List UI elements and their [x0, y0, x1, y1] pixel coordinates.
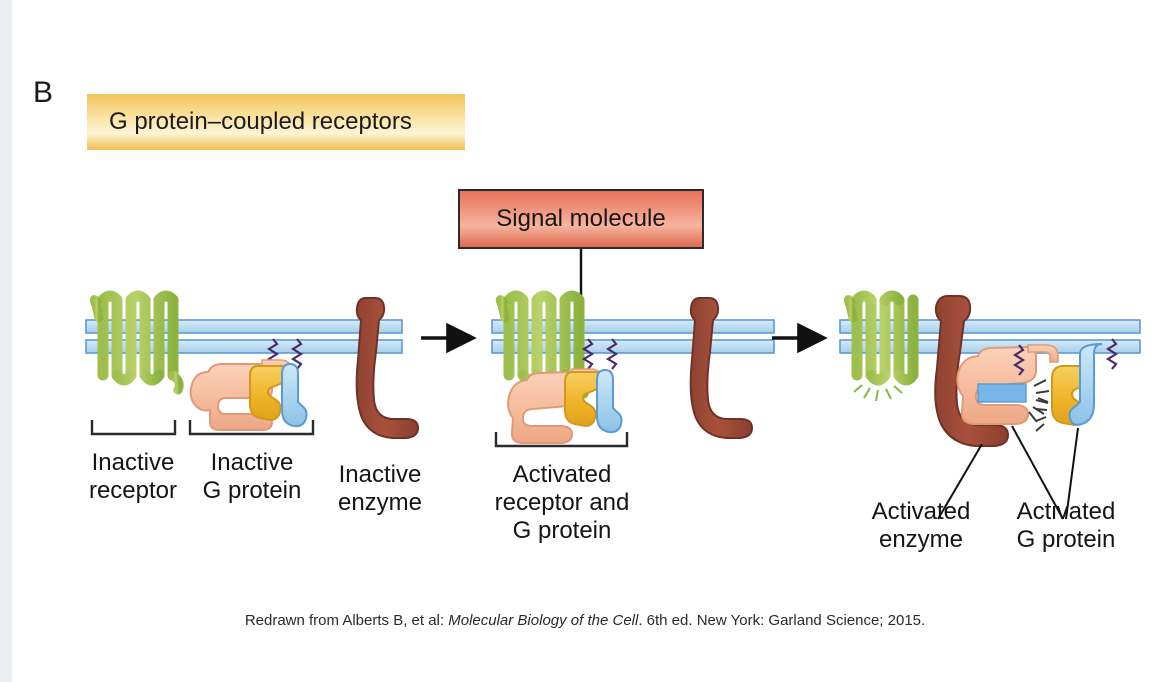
leader-activated-g-protein-betagamma — [1065, 427, 1079, 520]
receptor-activation-sparkle — [853, 384, 903, 402]
label-activated-rg-line1: Activated — [513, 461, 612, 488]
label-activated-enzyme-line1: Activated — [872, 498, 971, 525]
step-3-group: Activated enzyme Activated G protein — [839, 290, 1141, 553]
caption-suffix: . 6th ed. New York: Garland Science; 201… — [638, 612, 926, 629]
label-activated-enzyme-line2: enzyme — [879, 526, 963, 553]
alpha-activation-sparkle — [1028, 379, 1050, 423]
label-activated-g-protein-line2: G protein — [1017, 526, 1116, 553]
leader-activated-g-protein-alpha — [1011, 425, 1064, 520]
activated-receptor-shape-step-3 — [843, 290, 919, 402]
left-gutter — [0, 0, 12, 682]
label-inactive-enzyme-line2: enzyme — [338, 489, 422, 516]
caption-book-title: Molecular Biology of the Cell — [448, 612, 639, 629]
activated-g-protein-alpha-gtp — [956, 344, 1059, 425]
label-inactive-g-protein-line1: Inactive — [211, 449, 294, 476]
lipid-anchor-alpha-step-3 — [1012, 344, 1026, 376]
panel-letter: B — [33, 76, 54, 109]
membrane-bilayer-step-1 — [85, 319, 403, 354]
activated-g-protein-beta-gamma — [1012, 338, 1119, 432]
label-inactive-g-protein-line2: G protein — [203, 477, 302, 504]
label-inactive-receptor-line1: Inactive — [92, 449, 175, 476]
inactive-g-protein-gamma — [281, 362, 308, 428]
lipid-anchor-gamma-step-3 — [1105, 338, 1119, 370]
step-1-group: Inactive receptor Inactive G protein Ina… — [85, 290, 422, 516]
label-activated-rg-line2: receptor and — [495, 489, 630, 516]
signal-molecule-label: Signal molecule — [496, 205, 666, 232]
source-caption: Redrawn from Alberts B, et al: Molecular… — [0, 612, 1170, 629]
title-banner-label: G protein–coupled receptors — [109, 108, 412, 135]
leader-activated-enzyme — [937, 443, 983, 520]
activated-g-protein-gamma-step2 — [596, 368, 623, 434]
caption-prefix: Redrawn from Alberts B, et al: — [244, 612, 449, 629]
label-inactive-enzyme-line1: Inactive — [339, 461, 422, 488]
gtp-block — [977, 383, 1027, 403]
label-inactive-receptor-line2: receptor — [89, 477, 177, 504]
inactive-enzyme-shape-step-2 — [689, 297, 754, 439]
title-banner: G protein–coupled receptors — [87, 94, 465, 150]
activated-enzyme-shape — [934, 295, 1010, 447]
bracket-inactive-receptor — [90, 420, 177, 436]
step-2-group: Activated receptor and G protein — [491, 290, 775, 544]
bracket-activated-receptor-and-g-protein — [494, 432, 629, 448]
label-activated-g-protein-line1: Activated — [1017, 498, 1116, 525]
bracket-inactive-g-protein — [188, 420, 315, 436]
inactive-enzyme-shape — [355, 297, 420, 439]
inactive-receptor-shape — [89, 290, 184, 395]
label-activated-rg-line3: G protein — [513, 517, 612, 544]
beta-gamma-activation-sparkle — [1035, 397, 1049, 432]
lipid-anchors-step-2 — [581, 338, 619, 370]
signal-molecule-box: Signal molecule — [458, 189, 704, 249]
